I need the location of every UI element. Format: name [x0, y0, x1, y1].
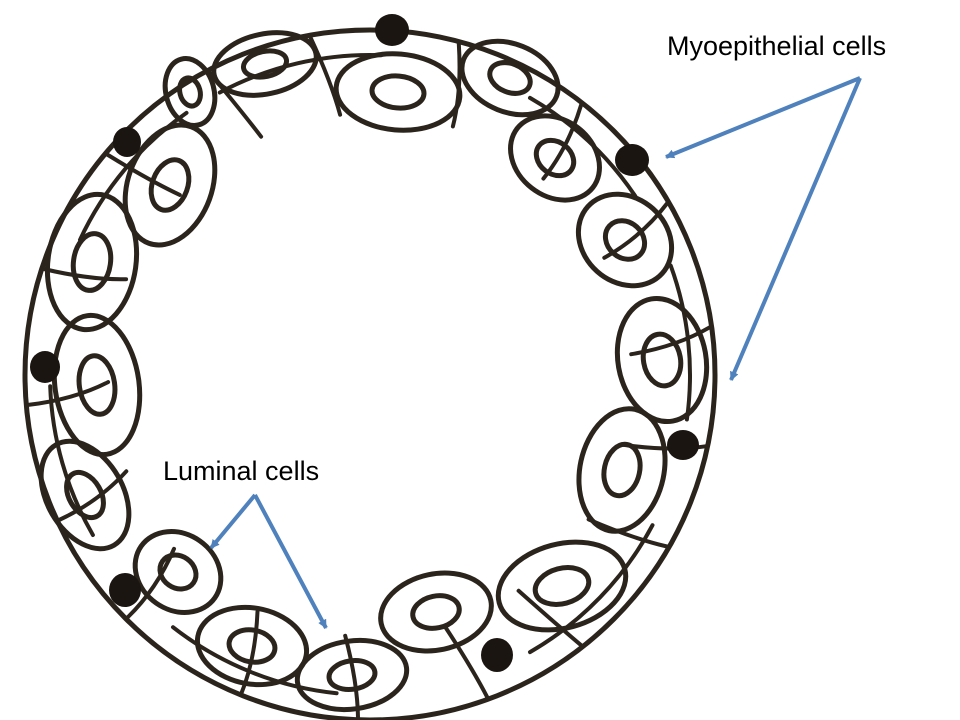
luminal-cell — [614, 295, 710, 425]
luminal-cell-nucleus — [76, 353, 118, 417]
luminal-cell — [51, 312, 143, 458]
luminal-cell-nucleus — [369, 73, 427, 111]
annotation-arrows — [209, 76, 862, 629]
luminal-cell-membrane — [51, 312, 143, 458]
luminal-cell-nucleus — [240, 48, 290, 80]
luminal-cell-membrane — [508, 113, 602, 203]
cell-partition — [239, 609, 260, 695]
cell-partition — [105, 152, 182, 197]
myoepithelial-cell-outline — [217, 53, 384, 95]
luminal-cell-nucleus — [601, 441, 643, 499]
cell-partition — [516, 588, 584, 648]
luminal-cell-nucleus — [602, 218, 648, 262]
luminal-cell — [162, 56, 218, 128]
myoepithelial-cell-outline — [528, 95, 638, 199]
luminal-cell — [122, 122, 218, 248]
luminal-cell-membrane — [38, 438, 132, 552]
luminal-cell-nucleus — [157, 552, 199, 592]
myoepithelial-cell-outline — [48, 384, 95, 537]
luminal-cell-nucleus — [326, 657, 378, 693]
luminal-arrow-right — [253, 494, 328, 629]
myoepithelial-nucleus — [375, 14, 409, 46]
luminal-cell — [132, 529, 224, 615]
luminal-cell — [459, 38, 561, 118]
myoepithelial-cell-outline — [668, 263, 692, 422]
myoepithelial-arrow-lower — [729, 77, 862, 381]
myoepithelial-nucleus — [667, 430, 699, 460]
luminal-cell — [508, 113, 602, 203]
myoepithelial-cell-outline — [528, 523, 655, 655]
luminal-cells-label: Luminal cells — [163, 456, 320, 486]
myoepithelial-nucleus — [481, 638, 513, 672]
myoepithelial-nuclei — [30, 14, 699, 672]
cell-partition — [41, 267, 129, 282]
myoepithelial-cells-label: Myoepithelial cells — [667, 31, 887, 61]
luminal-cell — [194, 604, 310, 688]
outer-basement-membrane — [22, 27, 718, 720]
luminal-cell-membrane — [162, 56, 218, 128]
luminal-cell-membrane — [614, 295, 710, 425]
luminal-cell — [495, 539, 629, 633]
luminal-cell-nucleus — [533, 137, 577, 179]
cell-partition — [343, 633, 360, 720]
luminal-cell-membrane — [575, 191, 675, 289]
myoepithelial-nucleus — [615, 144, 649, 176]
luminal-cell — [294, 637, 410, 713]
luminal-cell — [38, 438, 132, 552]
luminal-cell — [378, 570, 494, 654]
luminal-cell — [575, 191, 675, 289]
luminal-cell-layer — [38, 30, 710, 713]
luminal-cell-membrane — [122, 122, 218, 248]
luminal-cell-membrane — [194, 604, 310, 688]
luminal-cell-membrane — [333, 51, 463, 133]
luminal-cell-membrane — [132, 529, 224, 615]
luminal-cell-membrane — [459, 38, 561, 118]
luminal-cell — [44, 191, 140, 333]
luminal-cell-membrane — [44, 191, 140, 333]
luminal-cell — [333, 51, 463, 133]
luminal-cell-nucleus — [64, 469, 106, 521]
cell-partition — [586, 517, 669, 549]
myoepithelial-cell-outline — [171, 625, 339, 696]
luminal-cell-nucleus — [70, 231, 114, 293]
luminal-cell-membrane — [294, 637, 410, 713]
luminal-cell-nucleus — [410, 593, 462, 631]
luminal-cell-nucleus — [532, 565, 592, 607]
luminal-cell-nucleus — [487, 60, 533, 96]
myoepithelial-nucleus — [30, 351, 60, 383]
luminal-cell-membrane — [378, 570, 494, 654]
luminal-cell-nucleus — [177, 75, 203, 109]
luminal-cell-nucleus — [148, 157, 192, 213]
myoepithelial-arrow-upper — [665, 76, 861, 159]
luminal-cell-nucleus — [640, 331, 684, 389]
cell-partition — [26, 380, 111, 407]
myoepithelial-nucleus — [109, 573, 141, 607]
luminal-cell-membrane — [576, 406, 668, 534]
luminal-cell-membrane — [495, 539, 629, 633]
luminal-cell — [576, 406, 668, 534]
cell-partition — [442, 624, 490, 700]
luminal-arrow-left — [209, 493, 257, 550]
myoepithelial-nucleus — [113, 127, 141, 157]
luminal-cell-nucleus — [226, 627, 278, 665]
